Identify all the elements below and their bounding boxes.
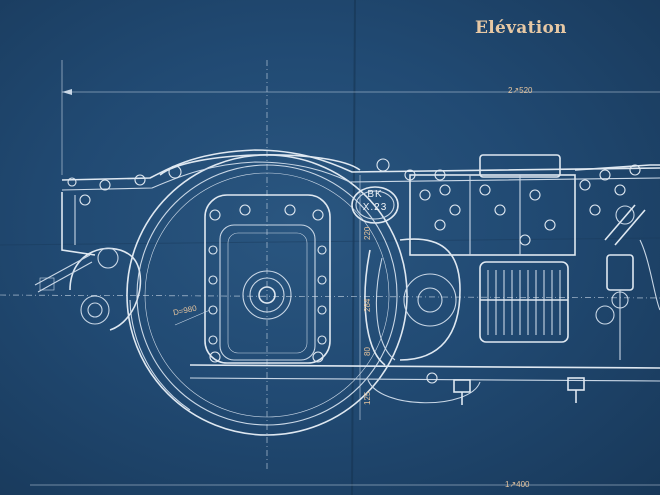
dimension-bottom-span: 1↗400 [505,480,530,489]
plate-line-1: BK [367,189,383,200]
drawing-title: Elévation [475,18,567,38]
diameter-leader [174,309,211,326]
bogie-bolster [364,238,461,366]
dimension-height-220: 220 [363,226,372,240]
dimension-top-span: 2↗520 [508,86,533,95]
maker-plate [351,186,399,224]
dimension-arrow [62,89,72,95]
motor-block [409,154,660,256]
dimension-height-284: 284 [363,298,372,312]
bottom-bolts [426,372,585,405]
fold-line [351,0,356,495]
gear-housing [479,261,569,343]
axle-box [204,194,331,364]
dimension-height-125: 125 [363,391,372,405]
lower-bar [189,364,660,404]
side-frame [61,149,660,256]
wheel [126,154,408,436]
brake-linkage [595,204,660,360]
maker-plate-inner [355,190,395,220]
spring-hanger [34,247,142,331]
dimension-height-80: 80 [363,347,372,356]
plate-line-2: X.23 [362,202,388,213]
